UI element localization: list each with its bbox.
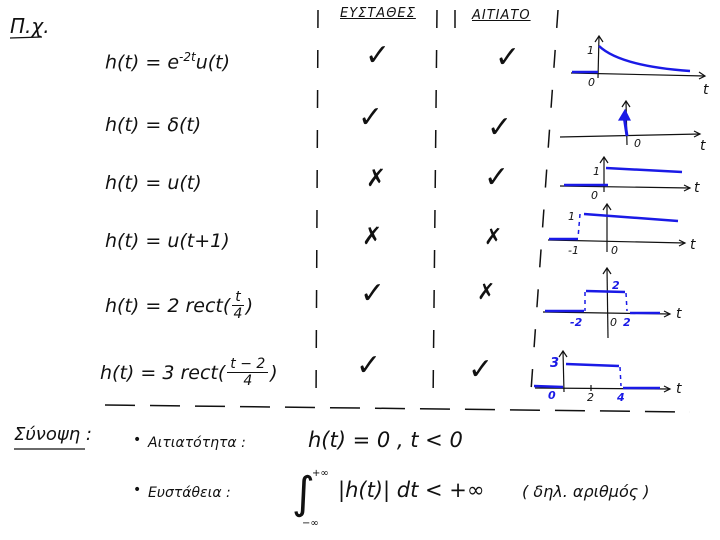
bullet: • <box>133 432 142 448</box>
stability-note: ( δηλ. αριθμός ) <box>522 482 650 501</box>
causal-mark-3: ✓ <box>484 160 510 195</box>
equation-row-1: h(t) = e-2tu(t) <box>105 50 230 73</box>
graph3-origin-label: 0 <box>591 189 598 202</box>
graph-delta <box>559 99 702 146</box>
numerator: t <box>232 289 244 306</box>
equation-row-6: h(t) = 3 rect( t − 2 4 ) <box>100 356 278 389</box>
numerator: t − 2 <box>227 356 269 373</box>
equation-row-4: h(t) = u(t+1) <box>105 230 230 252</box>
graph-rect-shifted <box>533 349 672 393</box>
graph-rect-centered <box>542 266 672 339</box>
graph5-y-label: 2 <box>612 279 620 292</box>
stability-label: Ευστάθεια : <box>148 485 231 501</box>
graph5-axis-label: t <box>676 306 682 322</box>
graph4-neg-label: -1 <box>568 244 579 257</box>
denominator: 4 <box>233 306 243 322</box>
paren: ) <box>245 294 254 317</box>
summary-label: Σύνοψη : <box>14 424 92 445</box>
equation-row-3: h(t) = u(t) <box>105 172 202 194</box>
graph2-axis-label: t <box>700 138 706 154</box>
equation-exponent: -2t <box>179 50 196 64</box>
causal-mark-1: ✓ <box>495 40 521 75</box>
causality-condition: h(t) = 0 , t < 0 <box>308 428 463 452</box>
graph-shifted-step <box>547 202 687 252</box>
stable-mark-5: ✓ <box>360 276 386 311</box>
graph1-origin-label: 0 <box>588 76 595 89</box>
equation-row-5: h(t) = 2 rect( t 4 ) <box>105 289 253 322</box>
graph6-tick-4-label: 4 <box>617 391 625 404</box>
example-title: Π.χ. <box>10 14 50 38</box>
equation-main: h(t) = e <box>105 51 180 74</box>
fraction: t 4 <box>232 289 244 322</box>
paren: ) <box>270 361 278 384</box>
equation-row-2: h(t) = δ(t) <box>105 114 202 136</box>
equation-main: h(t) = 3 rect( <box>100 361 226 384</box>
stable-mark-4: ✗ <box>362 222 383 250</box>
graph5-origin-label: 0 <box>610 316 617 329</box>
causality-label: Αιτιατότητα : <box>148 435 246 451</box>
graph-step <box>559 155 692 192</box>
causal-mark-5: ✗ <box>477 280 496 305</box>
integral-lower-limit: −∞ <box>302 518 319 529</box>
bullet: • <box>133 482 142 498</box>
denominator: 4 <box>243 373 253 389</box>
graph4-axis-label: t <box>690 237 696 253</box>
integral-sign: ∫ <box>292 468 315 519</box>
equation-main: h(t) = 2 rect( <box>105 294 231 317</box>
graph4-origin-label: 0 <box>611 244 618 257</box>
integral-upper-limit: +∞ <box>312 468 329 479</box>
bottom-divider <box>104 404 691 413</box>
graph6-tick-2-label: 2 <box>587 391 594 404</box>
stable-mark-1: ✓ <box>365 38 391 73</box>
graph1-y-label: 1 <box>587 44 594 57</box>
graph5-pos-label: 2 <box>623 316 631 329</box>
stability-condition: |h(t)| dt < +∞ <box>338 478 485 502</box>
equation-tail: u(t) <box>195 51 231 74</box>
graph2-origin-label: 0 <box>634 137 641 150</box>
graph-exponential <box>570 34 707 80</box>
header-causal: ΑΙΤΙΑΤΟ <box>472 8 531 23</box>
causal-mark-6: ✓ <box>468 352 494 387</box>
title-underline <box>9 36 43 39</box>
header-stable: ΕΥΣΤΑΘΕΣ <box>340 6 416 21</box>
graph5-neg-label: -2 <box>570 316 583 329</box>
causal-mark-4: ✗ <box>484 225 503 250</box>
graph1-axis-label: t <box>703 82 709 98</box>
separator-line <box>529 9 559 406</box>
separator-line <box>315 9 319 406</box>
fraction: t − 2 4 <box>227 356 269 389</box>
graph6-axis-label: t <box>676 381 682 397</box>
causal-mark-2: ✓ <box>487 110 513 145</box>
stable-mark-6: ✓ <box>356 348 382 383</box>
separator-line <box>432 9 438 406</box>
graph3-axis-label: t <box>694 180 700 196</box>
graph6-origin-label: 0 <box>548 389 556 402</box>
graph6-y-label: 3 <box>550 356 560 371</box>
graph3-y-label: 1 <box>593 165 600 178</box>
stable-mark-2: ✓ <box>358 100 384 135</box>
graph4-y-label: 1 <box>568 210 575 223</box>
stable-mark-3: ✗ <box>366 164 387 192</box>
